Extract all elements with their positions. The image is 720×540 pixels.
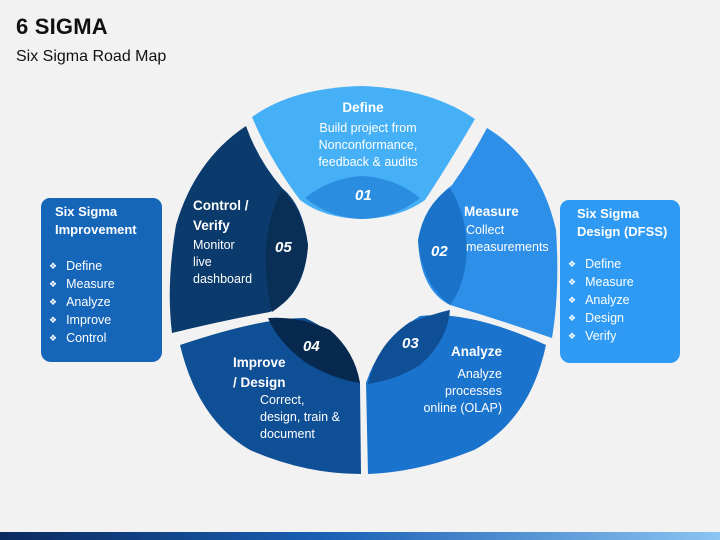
overlap-04	[268, 317, 360, 383]
dfss-panel-title-2: Design (DFSS)	[577, 224, 668, 239]
list-item: Measure	[568, 274, 634, 292]
improvement-panel-header: Six Sigma Improvement	[41, 198, 162, 242]
segment-01-text-3: feedback & audits	[318, 155, 417, 169]
dfss-panel-header: Six Sigma Design (DFSS)	[560, 200, 680, 244]
page-title: 6 SIGMA	[16, 14, 108, 39]
page-subtitle: Six Sigma Road Map	[16, 48, 167, 65]
six-sigma-dfss-panel: Six Sigma Design (DFSS) Define Measure A…	[560, 200, 680, 363]
segment-03-text-3: online (OLAP)	[423, 401, 502, 415]
segment-04-title-1: Improve	[233, 355, 286, 370]
footer-gradient-bar	[0, 532, 720, 540]
segment-02-number: 02	[431, 243, 448, 260]
segment-05-text-1: Monitor	[193, 238, 235, 252]
list-item: Improve	[49, 312, 115, 330]
segment-01-title: Define	[342, 100, 384, 115]
list-item: Control	[49, 330, 115, 348]
improvement-panel-title-2: Improvement	[55, 222, 137, 237]
segment-02-text-1: Collect	[466, 223, 505, 237]
segment-04-text-2: design, train &	[260, 410, 341, 424]
list-item: Measure	[49, 276, 115, 294]
segment-04-text-1: Correct,	[260, 393, 304, 407]
overlap-05	[265, 190, 308, 312]
improvement-list: Define Measure Analyze Improve Control	[49, 258, 115, 348]
segment-01-text-2: Nonconformance,	[319, 138, 418, 152]
six-sigma-improvement-panel: Six Sigma Improvement Define Measure Ana…	[41, 198, 162, 362]
segment-03-text-2: processes	[445, 384, 502, 398]
segment-04-text-3: document	[260, 427, 315, 441]
dfss-panel-title-1: Six Sigma	[577, 206, 640, 221]
segment-02-text-2: measurements	[466, 240, 549, 254]
overlap-03	[368, 310, 450, 384]
segment-01-text-1: Build project from	[319, 121, 416, 135]
list-item: Analyze	[568, 292, 634, 310]
segment-05-title-1: Control /	[193, 198, 249, 213]
segment-05-text-3: dashboard	[193, 272, 252, 286]
segment-03-title: Analyze	[451, 344, 503, 359]
overlap-01	[305, 176, 420, 219]
list-item: Verify	[568, 328, 634, 346]
dfss-list: Define Measure Analyze Design Verify	[568, 256, 634, 346]
list-item: Define	[49, 258, 115, 276]
segment-04-title-2: / Design	[233, 375, 286, 390]
segment-03-text-1: Analyze	[458, 367, 503, 381]
segment-05-title-2: Verify	[193, 218, 230, 233]
segment-01-define	[252, 86, 475, 219]
list-item: Define	[568, 256, 634, 274]
segment-05-number: 05	[275, 239, 292, 256]
segment-01-number: 01	[355, 187, 372, 204]
segment-02-title: Measure	[464, 204, 519, 219]
segment-03-number: 03	[402, 335, 419, 352]
overlap-02	[418, 188, 467, 305]
improvement-panel-title-1: Six Sigma	[55, 204, 118, 219]
list-item: Analyze	[49, 294, 115, 312]
segment-05-text-2: live	[193, 255, 212, 269]
list-item: Design	[568, 310, 634, 328]
segment-04-number: 04	[303, 338, 320, 355]
